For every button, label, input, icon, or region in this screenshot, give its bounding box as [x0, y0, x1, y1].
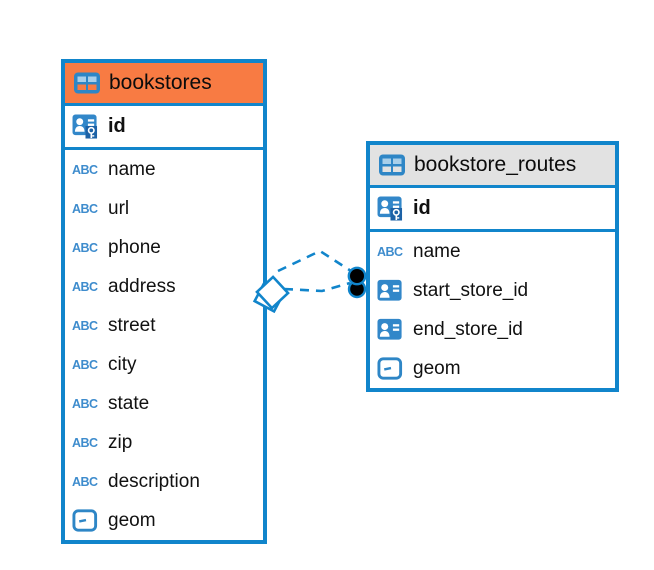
field-name: start_store_id: [413, 279, 529, 301]
field-type-icon-slot: [377, 278, 406, 304]
field-row[interactable]: ABC phone: [65, 228, 263, 267]
field-row[interactable]: ABC street: [65, 306, 263, 345]
text-type-icon: ABC: [72, 162, 98, 177]
field-type-icon-slot: ABC: [72, 274, 101, 300]
table-icon: [378, 153, 406, 177]
text-type-icon: ABC: [72, 357, 98, 372]
foreign-key-icon: [377, 278, 404, 303]
field-type-icon-slot: ABC: [72, 235, 101, 261]
primary-key-row[interactable]: id: [370, 188, 615, 232]
field-name: id: [413, 197, 431, 219]
text-type-icon: ABC: [377, 244, 403, 259]
field-row[interactable]: ABC zip: [65, 423, 263, 462]
entity-table-bookstore-routes[interactable]: bookstore_routes id ABC name start_store…: [366, 141, 619, 392]
relationship-lines[interactable]: [277, 249, 352, 293]
field-row[interactable]: start_store_id: [370, 271, 615, 310]
field-type-icon-slot: ABC: [72, 196, 101, 222]
field-type-icon-slot: ABC: [72, 391, 101, 417]
relationship-target-dot-marker[interactable]: [347, 266, 367, 299]
text-type-icon: ABC: [72, 240, 98, 255]
table-name: bookstores: [109, 71, 212, 94]
field-list: ABC name start_store_id end_store_id geo…: [370, 232, 615, 388]
field-row[interactable]: id: [370, 188, 615, 229]
field-row[interactable]: ABC name: [370, 232, 615, 271]
field-row[interactable]: id: [65, 106, 263, 147]
field-name: zip: [108, 431, 133, 453]
table-header[interactable]: bookstores: [65, 63, 263, 106]
field-name: name: [108, 158, 156, 180]
object-icon: [72, 508, 99, 533]
field-type-icon-slot: [72, 114, 101, 140]
field-type-icon-slot: ABC: [72, 352, 101, 378]
field-type-icon-slot: ABC: [72, 430, 101, 456]
field-name: geom: [413, 357, 461, 379]
text-type-icon: ABC: [72, 201, 98, 216]
field-type-icon-slot: [72, 508, 101, 534]
primary-key-row[interactable]: id: [65, 106, 263, 150]
field-name: description: [108, 470, 200, 492]
primary-key-icon: [72, 114, 99, 139]
field-row[interactable]: end_store_id: [370, 310, 615, 349]
field-name: end_store_id: [413, 318, 523, 340]
field-row[interactable]: geom: [65, 501, 263, 540]
table-header[interactable]: bookstore_routes: [370, 145, 615, 188]
object-icon: [377, 356, 404, 381]
field-row[interactable]: ABC name: [65, 150, 263, 189]
text-type-icon: ABC: [72, 396, 98, 411]
field-name: address: [108, 275, 176, 297]
field-row[interactable]: geom: [370, 349, 615, 388]
field-name: phone: [108, 236, 161, 258]
field-type-icon-slot: [377, 356, 406, 382]
field-row[interactable]: ABC city: [65, 345, 263, 384]
text-type-icon: ABC: [72, 474, 98, 489]
field-list: ABC name ABC url ABC phone ABC address A…: [65, 150, 263, 540]
text-type-icon: ABC: [72, 435, 98, 450]
field-name: geom: [108, 509, 156, 531]
field-type-icon-slot: ABC: [377, 239, 406, 265]
field-name: url: [108, 197, 130, 219]
field-row[interactable]: ABC state: [65, 384, 263, 423]
field-name: id: [108, 115, 126, 137]
field-type-icon-slot: ABC: [72, 469, 101, 495]
table-icon: [73, 71, 101, 95]
relationship-line-lower: [283, 281, 351, 293]
foreign-key-icon: [377, 317, 404, 342]
text-type-icon: ABC: [72, 318, 98, 333]
field-row[interactable]: ABC address: [65, 267, 263, 306]
field-type-icon-slot: [377, 196, 406, 222]
field-row[interactable]: ABC description: [65, 462, 263, 501]
field-type-icon-slot: ABC: [72, 313, 101, 339]
field-name: city: [108, 353, 137, 375]
text-type-icon: ABC: [72, 279, 98, 294]
field-name: name: [413, 240, 461, 262]
table-name: bookstore_routes: [414, 153, 577, 176]
relationship-line-upper: [277, 249, 352, 273]
entity-table-bookstores[interactable]: bookstores id ABC name ABC url ABC phone…: [61, 59, 267, 544]
field-type-icon-slot: ABC: [72, 157, 101, 183]
field-row[interactable]: ABC url: [65, 189, 263, 228]
field-type-icon-slot: [377, 317, 406, 343]
primary-key-icon: [377, 196, 404, 221]
field-name: state: [108, 392, 150, 414]
field-name: street: [108, 314, 156, 336]
